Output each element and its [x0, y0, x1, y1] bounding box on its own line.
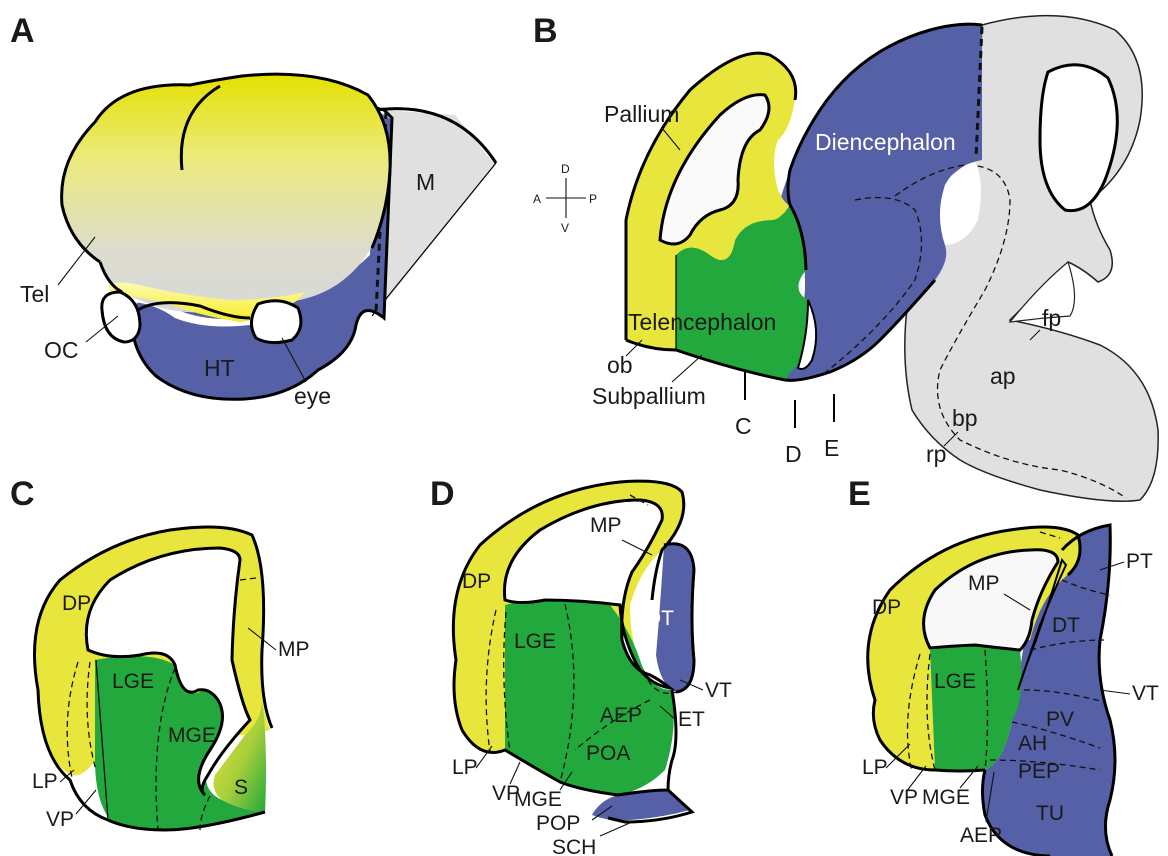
panel-d-label-lp: LP — [452, 756, 478, 779]
panel-c-label-mp: MP — [278, 638, 310, 661]
panel-e-label-vp: VP — [890, 786, 918, 809]
section-mark-c: C — [735, 413, 752, 439]
panel-e-label-tu: TU — [1036, 802, 1064, 825]
panel-c-label-s: S — [234, 776, 248, 799]
panel-a-label-ht: HT — [204, 355, 235, 381]
panel-d: D MP DP DT LGE VT ET AEP LP VP POA MGE P… — [430, 475, 732, 856]
compass-posterior: P — [589, 192, 597, 206]
panel-a-label-eye: eye — [294, 383, 331, 409]
panel-c-label-vp: VP — [46, 808, 74, 831]
panel-c-letter: C — [10, 475, 35, 513]
panel-b-leader-subpallium — [672, 355, 702, 382]
panel-b-label-subpallium: Subpallium — [592, 383, 706, 409]
panel-c-label-mge: MGE — [168, 724, 216, 747]
panel-d-label-dt: DT — [646, 607, 674, 630]
panel-d-label-dp: DP — [462, 570, 491, 593]
panel-e-label-ah: AH — [1018, 732, 1047, 755]
panel-d-label-sch: SCH — [552, 836, 596, 856]
panel-a-leader-tel — [58, 237, 95, 285]
panel-e-label-pv: PV — [1046, 708, 1074, 731]
panel-e-label-mp: MP — [968, 572, 1000, 595]
panel-e-label-vt: VT — [1132, 682, 1159, 705]
panel-e-label-dp: DP — [872, 596, 901, 619]
compass-ventral: V — [561, 221, 569, 235]
panel-e-label-lge: LGE — [934, 670, 976, 693]
compass-anterior: A — [533, 192, 541, 206]
panel-d-label-et: ET — [678, 708, 705, 731]
orientation-compass: D V A P — [533, 162, 597, 235]
panel-a-tel-region — [62, 74, 391, 312]
panel-b-label-telencephalon: Telencephalon — [628, 309, 776, 335]
panel-b-label-rp: rp — [926, 441, 946, 467]
panel-a: A Tel OC HT eye M — [10, 12, 496, 409]
panel-d-label-poa: POA — [586, 742, 630, 765]
panel-d-label-vt: VT — [705, 679, 732, 702]
section-mark-e: E — [824, 435, 839, 461]
section-mark-d: D — [785, 441, 802, 467]
panel-b-letter: B — [533, 12, 558, 50]
panel-b-gray-cavity — [1040, 65, 1117, 211]
panel-c-label-lp: LP — [32, 770, 58, 793]
panel-a-eye — [251, 301, 300, 343]
panel-b-label-ap: ap — [990, 363, 1016, 389]
panel-d-letter: D — [430, 475, 455, 513]
panel-a-letter: A — [10, 12, 35, 50]
panel-e: E PT MP DT DP LGE VT PV AH LP PEP VP MGE — [848, 475, 1159, 856]
panel-a-label-m: M — [416, 169, 435, 195]
panel-a-label-tel: Tel — [20, 281, 49, 307]
panel-b-label-fp: fp — [1042, 305, 1061, 331]
panel-c: C DP MP LGE MGE S LP VP — [10, 475, 310, 831]
panel-d-label-aep: AEP — [600, 704, 642, 727]
panel-e-label-dt: DT — [1052, 614, 1080, 637]
panel-d-leader-sch — [600, 822, 632, 836]
panel-b-label-pallium: Pallium — [604, 101, 679, 127]
panel-d-label-mge: MGE — [514, 788, 562, 811]
panel-e-label-pep: PEP — [1018, 760, 1060, 783]
panel-e-letter: E — [848, 475, 871, 513]
compass-dorsal: D — [561, 162, 570, 176]
panel-e-leader-vt — [1100, 690, 1130, 694]
panel-b-label-bp: bp — [952, 405, 978, 431]
panel-d-label-pop: POP — [536, 812, 580, 835]
panel-c-label-lge: LGE — [112, 670, 154, 693]
panel-b: B D V A P Pa — [533, 12, 1158, 501]
panel-c-leader-vp — [76, 790, 96, 814]
panel-a-label-oc: OC — [44, 337, 79, 363]
panel-e-label-mge: MGE — [922, 786, 970, 809]
panel-e-label-lp: LP — [862, 756, 888, 779]
panel-c-label-dp: DP — [62, 592, 91, 615]
panel-d-label-mp: MP — [590, 514, 622, 537]
panel-b-label-diencephalon: Diencephalon — [815, 129, 956, 155]
panel-d-label-lge: LGE — [514, 630, 556, 653]
panel-e-label-pt: PT — [1126, 550, 1153, 573]
panel-e-label-aep: AEP — [960, 824, 1002, 847]
panel-b-label-ob: ob — [607, 352, 633, 378]
panel-d-leader-vp — [510, 762, 520, 784]
